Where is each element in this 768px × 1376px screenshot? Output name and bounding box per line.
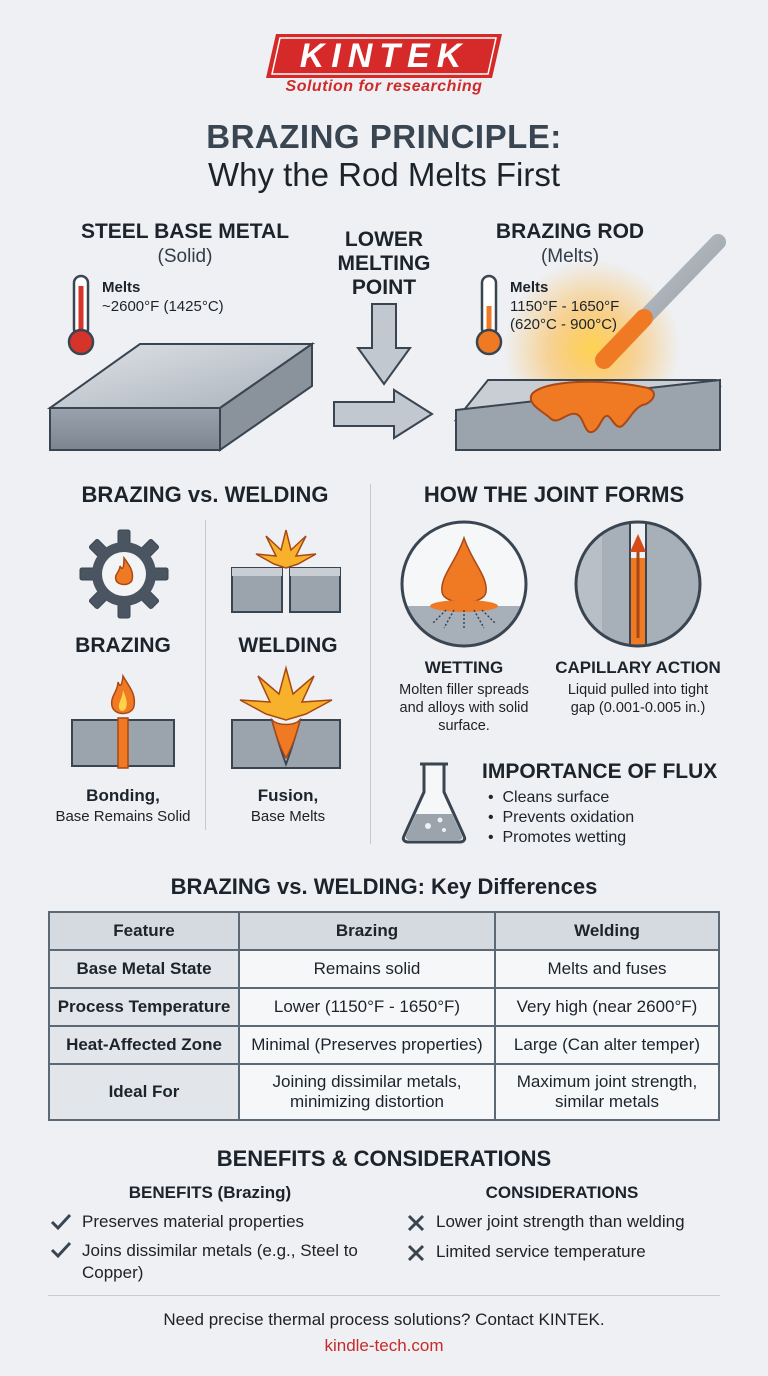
x-mark-icon [407,1214,425,1232]
capillary-action-icon [574,520,702,648]
flux-item: • Prevents oxidation [488,809,635,826]
page-subtitle: Why the Rod Melts First [207,156,561,193]
wetting-description: Molten filler spreads and alloys with so… [384,681,544,735]
vertical-divider [370,484,371,844]
wetting-desc-line: surface. [438,718,490,734]
rod-melts-label: Melts [510,279,549,296]
table-cell-line: similar metals [555,1092,659,1111]
brazing-rod-illustration [453,234,726,451]
table-row: Ideal For Joining dissimilar metals, min… [48,1063,720,1121]
wetting-desc-line: Molten filler spreads [399,682,529,698]
logo-tagline: Solution for researching [285,78,483,95]
table-cell: Remains solid [238,949,496,989]
logo-background [266,34,502,78]
lower-melting-point-label: LOWER MELTING POINT [334,228,434,300]
steel-block-illustration [46,342,316,452]
thermometer-high-icon [67,274,95,356]
base-melts-value: ~2600°F (1425°C) [102,298,224,315]
down-arrow-icon [356,303,412,386]
thermometer-medium-icon [475,274,503,356]
wetting-label: WETTING [424,658,504,677]
footer-text: Need precise thermal process solutions? … [163,1310,605,1329]
vertical-divider-small [205,520,206,830]
base-melts-label: Melts [102,279,141,296]
capillary-desc-line: gap (0.001-0.005 in.) [570,700,706,716]
table-cell: Process Temperature [48,987,240,1027]
benefit-item-line: Joins dissimilar metals (e.g., Steel to [82,1241,358,1260]
benefits-title: BENEFITS (Brazing) [128,1183,292,1202]
table-heading: BRAZING vs. WELDING: Key Differences [170,874,598,899]
flux-list: • Cleans surface • Prevents oxidation • … [488,788,634,848]
benefit-item: Preserves material properties [82,1212,305,1231]
table-row: Process Temperature Lower (1150°F - 1650… [48,987,720,1027]
right-arrow-icon [333,388,434,440]
table-cell-line: minimizing distortion [290,1092,444,1111]
capillary-desc-line: Liquid pulled into tight [567,682,709,698]
brazing-rod-label: BRAZING ROD [495,220,645,243]
flux-item: • Promotes wetting [488,829,627,846]
column-header: Welding [494,911,720,951]
benefit-item-line: Copper) [82,1263,144,1282]
wetting-desc-line: and alloys with solid [399,700,529,716]
table-cell: Base Metal State [48,949,240,989]
footer-link[interactable]: kindle-tech.com [324,1336,444,1355]
flux-item: • Cleans surface [488,789,610,806]
consideration-item: Limited service temperature [436,1242,646,1261]
consideration-item: Lower joint strength than welding [436,1212,685,1231]
table-row: Base Metal State Remains solid Melts and… [48,949,720,989]
joint-forms-heading: HOW THE JOINT FORMS [423,482,685,507]
rod-melts-value-f: 1150°F - 1650°F [510,298,620,315]
table-cell: Minimal (Preserves properties) [238,1025,496,1065]
flask-icon [401,762,467,844]
x-mark-icon [407,1244,425,1262]
check-icon [50,1213,72,1231]
flux-heading: IMPORTANCE OF FLUX [482,760,718,783]
welding-plates-spark-icon [231,529,341,613]
arrow-label-line-2: MELTING [337,252,431,275]
table-cell: Melts and fuses [494,949,720,989]
benefit-item: Joins dissimilar metals (e.g., Steel to … [82,1240,358,1284]
column-header: Feature [48,911,240,951]
check-icon [50,1241,72,1259]
column-header: Brazing [238,911,496,951]
welding-label: WELDING [238,634,338,657]
considerations-title: CONSIDERATIONS [485,1183,639,1202]
base-metal-label: STEEL BASE METAL [80,220,290,243]
capillary-description: Liquid pulled into tight gap (0.001-0.00… [548,681,728,717]
capillary-action-label: CAPILLARY ACTION [555,658,721,677]
brazing-caption: Base Remains Solid [55,808,191,825]
brazing-joint-icon [71,673,175,769]
gear-flame-icon [79,529,169,619]
welding-fusion-icon [231,665,341,769]
footer-divider [48,1295,720,1296]
table-cell: Heat-Affected Zone [48,1025,240,1065]
table-header-row: Feature Brazing Welding [48,911,720,951]
welding-caption: Base Melts [250,808,326,825]
brazing-caption-bold: Bonding, [86,786,160,805]
table-row: Heat-Affected Zone Minimal (Preserves pr… [48,1025,720,1065]
rod-melts-value-c: (620°C - 900°C) [510,316,618,333]
base-metal-state: (Solid) [157,246,213,267]
page-title: BRAZING PRINCIPLE: [206,118,562,155]
table-cell: Maximum joint strength, similar metals [494,1063,720,1121]
table-cell: Large (Can alter temper) [494,1025,720,1065]
brazing-label: BRAZING [75,634,171,657]
table-cell: Very high (near 2600°F) [494,987,720,1027]
benefits-heading: BENEFITS & CONSIDERATIONS [216,1146,552,1171]
table-cell-line: Joining dissimilar metals, [272,1072,462,1091]
brazing-vs-welding-heading: BRAZING vs. WELDING [81,482,329,507]
wetting-icon [400,520,528,648]
table-cell: Lower (1150°F - 1650°F) [238,987,496,1027]
comparison-table: Feature Brazing Welding Base Metal State… [48,911,720,1121]
logo[interactable]: KINTEK [299,37,469,75]
table-cell: Ideal For [48,1063,240,1121]
arrow-label-line-3: POINT [351,276,417,299]
table-cell: Joining dissimilar metals, minimizing di… [238,1063,496,1121]
table-cell-line: Maximum joint strength, [516,1072,698,1091]
welding-caption-bold: Fusion, [257,786,319,805]
arrow-label-line-1: LOWER [344,228,424,251]
